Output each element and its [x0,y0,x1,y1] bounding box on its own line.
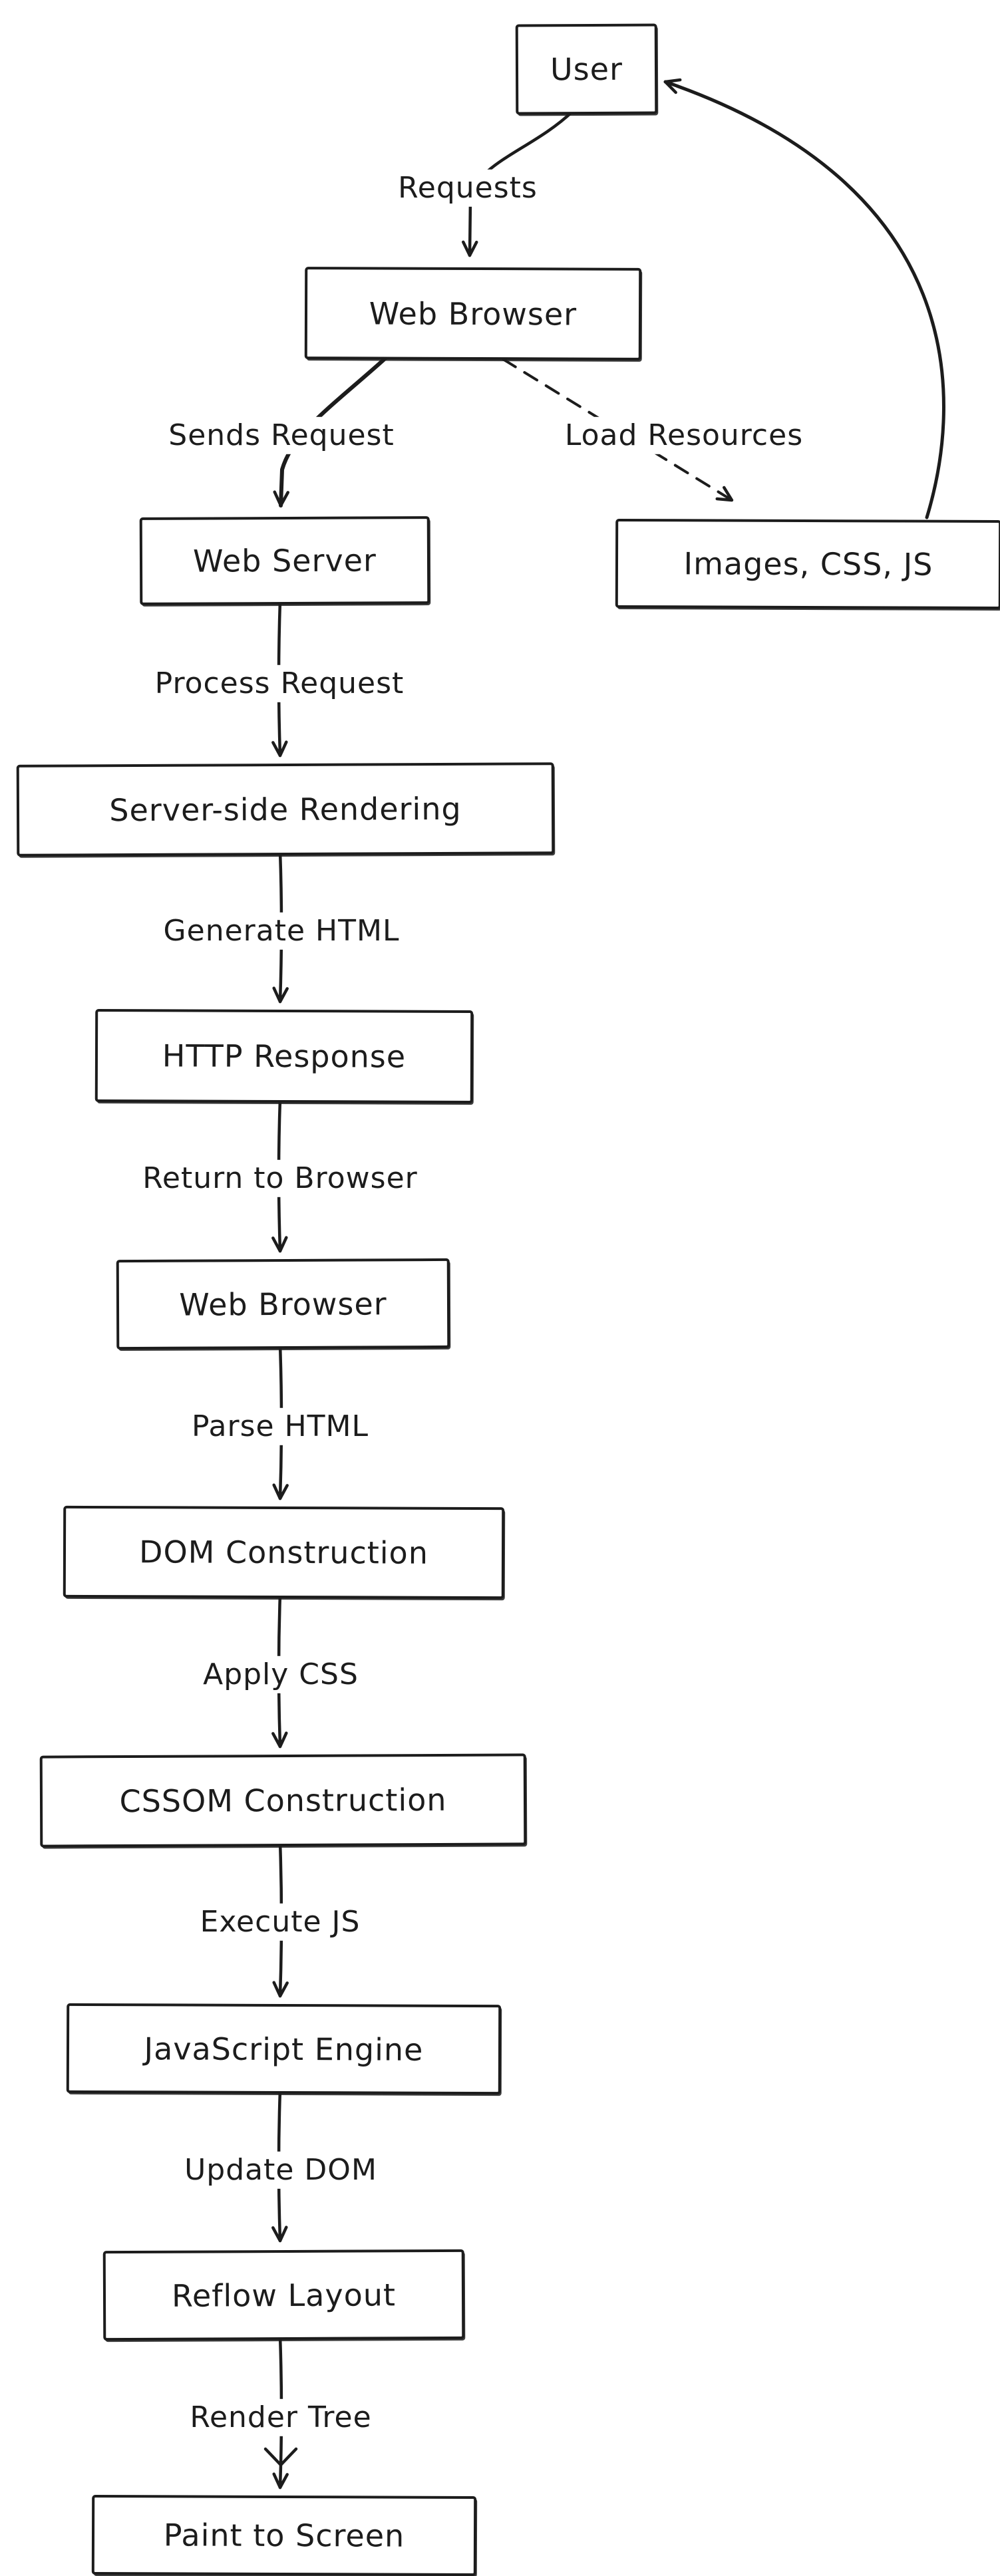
node-web-browser-1: Web Browser [304,267,642,360]
node-server-side-rendering: Server-side Rendering [16,762,555,857]
node-web-server: Web Server [139,516,430,605]
node-paint-to-screen: Paint to Screen [91,2494,477,2576]
edge-label-update-dom: Update DOM [175,2151,387,2190]
node-cssom-construction: CSSOM Construction [39,1753,527,1848]
node-user: User [515,23,658,115]
edge-label-apply-css: Apply CSS [194,1655,368,1694]
edge-label-return-to-browser: Return to Browser [133,1159,427,1198]
edge-label-sends-request: Sends Request [159,416,404,455]
node-reflow-layout: Reflow Layout [102,2249,465,2341]
node-web-browser-2: Web Browser [116,1258,450,1350]
edge-label-parse-html: Parse HTML [182,1407,379,1446]
edge-label-render-tree: Render Tree [180,2398,381,2437]
edge-reflow-to-paint-extra-chevron [263,2447,298,2467]
node-dom-construction: DOM Construction [63,1505,505,1600]
edge-label-generate-html: Generate HTML [154,912,409,950]
node-javascript-engine: JavaScript Engine [66,2003,502,2095]
edge-label-load-resources: Load Resources [555,416,813,455]
node-http-response: HTTP Response [94,1009,474,1103]
edge-label-execute-js: Execute JS [190,1903,370,1941]
edge-label-process-request: Process Request [145,664,414,703]
node-images-css-js: Images, CSS, JS [615,518,1000,610]
edge-label-requests: Requests [389,169,547,208]
